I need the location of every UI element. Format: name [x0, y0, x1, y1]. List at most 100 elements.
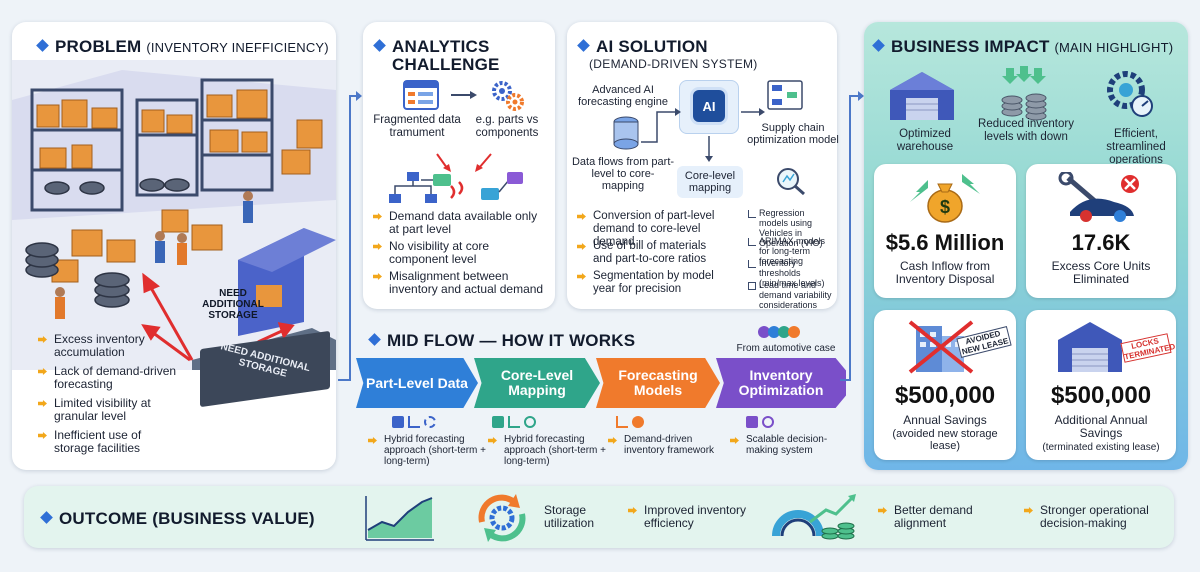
- impact-label: Excess Core Units Eliminated: [1051, 259, 1151, 286]
- diamond-icon: [577, 39, 590, 52]
- chart-mini-icon: [748, 238, 756, 246]
- impact-panel: BUSINESS IMPACT (MAIN HIGHLIGHT) Optimiz…: [864, 22, 1188, 470]
- coins-down-icon: [1001, 66, 1047, 121]
- diamond-icon: [368, 333, 381, 346]
- step-desc: Demand-driven inventory framework: [608, 434, 720, 456]
- midflow-note: From automotive case: [736, 343, 836, 354]
- impact-value: 17.6K: [1071, 230, 1131, 255]
- problem-title: PROBLEM (INVENTORY INEFFICIENCY): [36, 38, 329, 57]
- step-icons: [492, 416, 552, 428]
- locked-warehouse-icon: [1058, 322, 1122, 372]
- gear-gauge-icon: [1107, 71, 1153, 117]
- ai-bullet: Use of bill of materials and part-to-cor…: [577, 240, 727, 266]
- diamond-icon: [40, 511, 53, 524]
- ai-panel: AI SOLUTION (DEMAND-DRIVEN SYSTEM) Advan…: [567, 22, 839, 310]
- outcome-item: Improved inventory efficiency: [628, 504, 758, 530]
- impact-label: Cash Inflow from Inventory Disposal: [895, 259, 995, 286]
- warehouse-icon: [890, 72, 954, 120]
- problem-panel: PROBLEM (INVENTORY INEFFICIENCY): [12, 22, 336, 470]
- chart-mini-icon: [748, 210, 756, 218]
- flowchart-icon: [767, 80, 803, 110]
- impact-label: Additional Annual Savings: [1054, 413, 1148, 440]
- impact-card-savings: AVOIDED NEW LEASE $500,000 Annual Saving…: [874, 310, 1016, 460]
- chart-mini-icon: [748, 260, 756, 268]
- connector-left: [338, 91, 362, 381]
- step-inventory: Inventory Optimization: [716, 358, 846, 408]
- ai-title: AI SOLUTION: [577, 38, 708, 56]
- analytics-bullet: No visibility at core component level: [373, 240, 523, 266]
- outcome-title: OUTCOME (BUSINESS VALUE): [40, 510, 315, 528]
- impact-label: Annual Savings: [903, 413, 987, 427]
- step-desc: Scalable decision-making system: [730, 434, 830, 456]
- step-part-level: Part-Level Data: [356, 358, 478, 408]
- problem-bullet: Excess inventory accumulation: [38, 333, 168, 359]
- wrench-car-icon: [1058, 172, 1139, 222]
- side-note: Regression models using Vehicles in Oper…: [759, 208, 823, 248]
- diamond-icon: [36, 39, 49, 52]
- step-desc: Hybrid forecasting approach (short-term …: [488, 434, 608, 467]
- step-forecasting: Forecasting Models: [596, 358, 720, 408]
- diamond-icon: [373, 39, 386, 52]
- ai-chip-icon: AI: [693, 90, 725, 122]
- stamp-locks: LOCKS TERMINATED: [1120, 333, 1176, 363]
- step-icons: [616, 416, 656, 428]
- outcome-item: Stronger operational decision-making: [1024, 504, 1164, 530]
- broken-link-diagram: [389, 153, 523, 203]
- impact-card-cash: $ $5.6 Million Cash Inflow from Inventor…: [874, 164, 1016, 298]
- cycle-gear-icon: [478, 494, 526, 542]
- problem-bullet: Limited visibility at granular level: [38, 397, 168, 423]
- midflow-section: MID FLOW — HOW IT WORKS From automotive …: [346, 326, 852, 472]
- svg-text:$: $: [940, 197, 950, 217]
- chart-mini-icon: [748, 282, 756, 290]
- impact-value: $500,000: [1050, 382, 1152, 409]
- database-icon: [613, 116, 639, 150]
- impact-card-additional: LOCKS TERMINATED $500,000 Additional Ann…: [1026, 310, 1176, 460]
- growth-chart-icon: [365, 496, 434, 541]
- connector-right: [840, 91, 864, 381]
- impact-icon-label: Reduced inventory levels with down: [978, 118, 1074, 143]
- arrow-right-icon: [451, 91, 477, 99]
- money-bag-icon: $: [910, 174, 980, 223]
- supply-label: Supply chain optimization model: [747, 122, 839, 146]
- problem-bullet: Inefficient use of storage facilities: [38, 429, 168, 455]
- impact-card-units: 17.6K Excess Core Units Eliminated: [1026, 164, 1176, 298]
- impact-subtitle: (MAIN HIGHLIGHT): [1054, 40, 1174, 55]
- ai-subtitle: (DEMAND-DRIVEN SYSTEM): [589, 57, 758, 71]
- fragmented-label: Fragmented data tramument: [373, 114, 461, 139]
- side-note: ARIMAX models for long-term forecasting: [759, 236, 826, 266]
- problem-bullet: Lack of demand-driven forecasting: [38, 365, 178, 391]
- diamond-icon: [872, 39, 885, 52]
- outcome-item: Better demand alignment: [878, 504, 988, 530]
- core-mapping-box: Core-level mapping: [677, 166, 743, 198]
- impact-note: (terminated existing lease): [1042, 442, 1160, 453]
- midflow-title: MID FLOW — HOW IT WORKS: [368, 332, 635, 350]
- color-dots-icon: [758, 326, 818, 338]
- impact-icon-label: Efficient, streamlined operations: [1106, 128, 1166, 166]
- step-core-level: Core-Level Mapping: [474, 358, 600, 408]
- problem-subtitle: (INVENTORY INEFFICIENCY): [146, 40, 329, 55]
- side-note: Lead time and demand variability conside…: [759, 280, 832, 310]
- flow-arrows: [641, 108, 765, 162]
- gears-icon: [492, 81, 524, 111]
- impact-icon-label: Optimized warehouse: [896, 128, 954, 153]
- step-icons: [746, 416, 786, 428]
- building-crossed-icon: [908, 320, 974, 374]
- ai-bullet: Segmentation by model year for precision: [577, 270, 727, 296]
- storage-label-1: NEED ADDITIONAL STORAGE: [202, 288, 264, 321]
- analytics-bullet: Misalignment between inventory and actua…: [373, 270, 548, 296]
- dataflow-label: Data flows from part-level to core-mappi…: [571, 156, 675, 192]
- spreadsheet-icon: [403, 80, 439, 110]
- warehouse-illustration: [12, 60, 336, 370]
- magnifier-icon: [777, 168, 805, 196]
- outcome-item: Storage utilization: [544, 503, 595, 530]
- impact-title: BUSINESS IMPACT (MAIN HIGHLIGHT): [872, 38, 1174, 57]
- outcome-bar: OUTCOME (BUSINESS VALUE) Storage utiliza…: [24, 486, 1174, 548]
- gauge-coins-icon: [772, 494, 856, 540]
- engine-label: Advanced AI forecasting engine: [578, 84, 668, 108]
- step-desc: Hybrid forecasting approach (short-term …: [368, 434, 488, 467]
- parts-label: e.g. parts vs components: [475, 114, 539, 139]
- impact-value: $5.6 Million: [885, 230, 1005, 255]
- step-icons: [392, 416, 452, 428]
